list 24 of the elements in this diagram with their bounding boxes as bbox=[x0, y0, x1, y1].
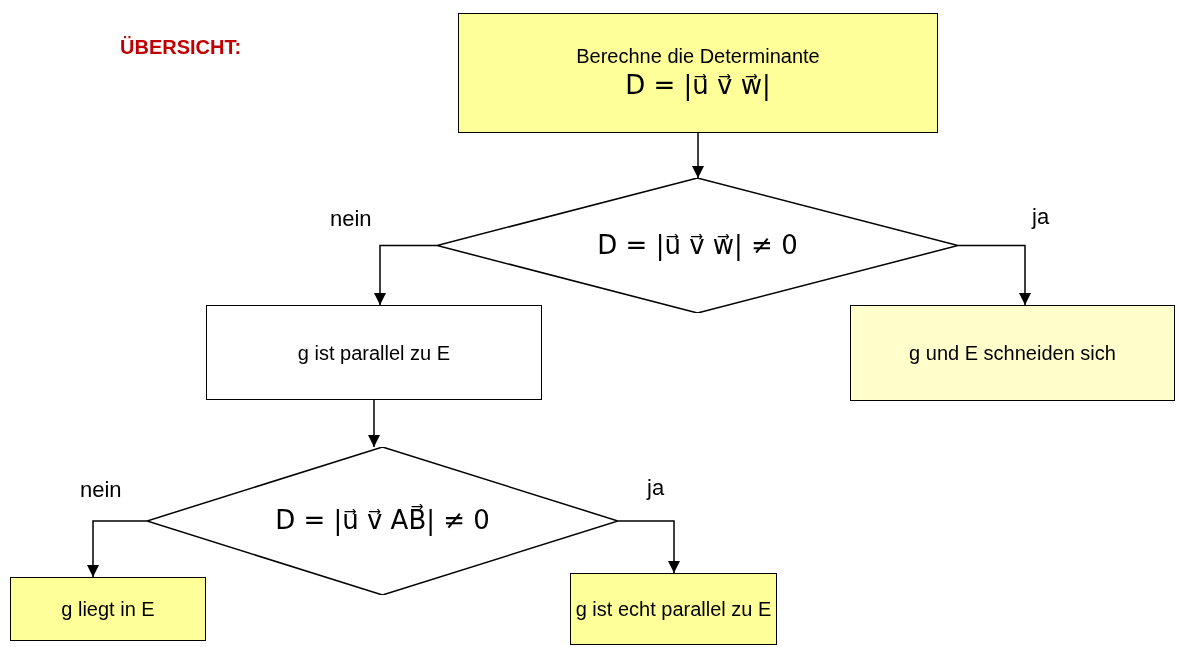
formula-text: D = |u⃗ v⃗ w⃗| bbox=[625, 69, 771, 103]
decision-diamond bbox=[147, 447, 618, 595]
arrow bbox=[617, 520, 680, 574]
edge-label: ja bbox=[645, 476, 667, 501]
node-text: g ist parallel zu E bbox=[297, 340, 451, 366]
formula-text: D = |u⃗ v⃗ AB⃗| ≠ 0 bbox=[275, 504, 490, 538]
arrow bbox=[957, 244, 1031, 306]
arrow bbox=[368, 399, 380, 448]
node-text: Berechne die Determinante bbox=[576, 44, 820, 70]
heading: ÜBERSICHT: bbox=[120, 36, 242, 59]
arrow bbox=[87, 520, 148, 578]
edge-label: ja bbox=[1030, 205, 1052, 230]
node-text: g ist echt parallel zu E bbox=[575, 597, 772, 622]
arrow bbox=[374, 244, 438, 306]
node-text: g und E schneiden sich bbox=[909, 341, 1116, 366]
arrow bbox=[692, 132, 704, 179]
result-box bbox=[10, 577, 206, 641]
result-box bbox=[850, 305, 1175, 401]
decision-diamond bbox=[437, 178, 958, 313]
result-box bbox=[570, 573, 777, 645]
process-box bbox=[458, 13, 938, 133]
node-text: g liegt in E bbox=[61, 597, 155, 622]
formula-text: D = |u⃗ v⃗ w⃗| ≠ 0 bbox=[597, 228, 798, 263]
process-box bbox=[206, 305, 542, 400]
